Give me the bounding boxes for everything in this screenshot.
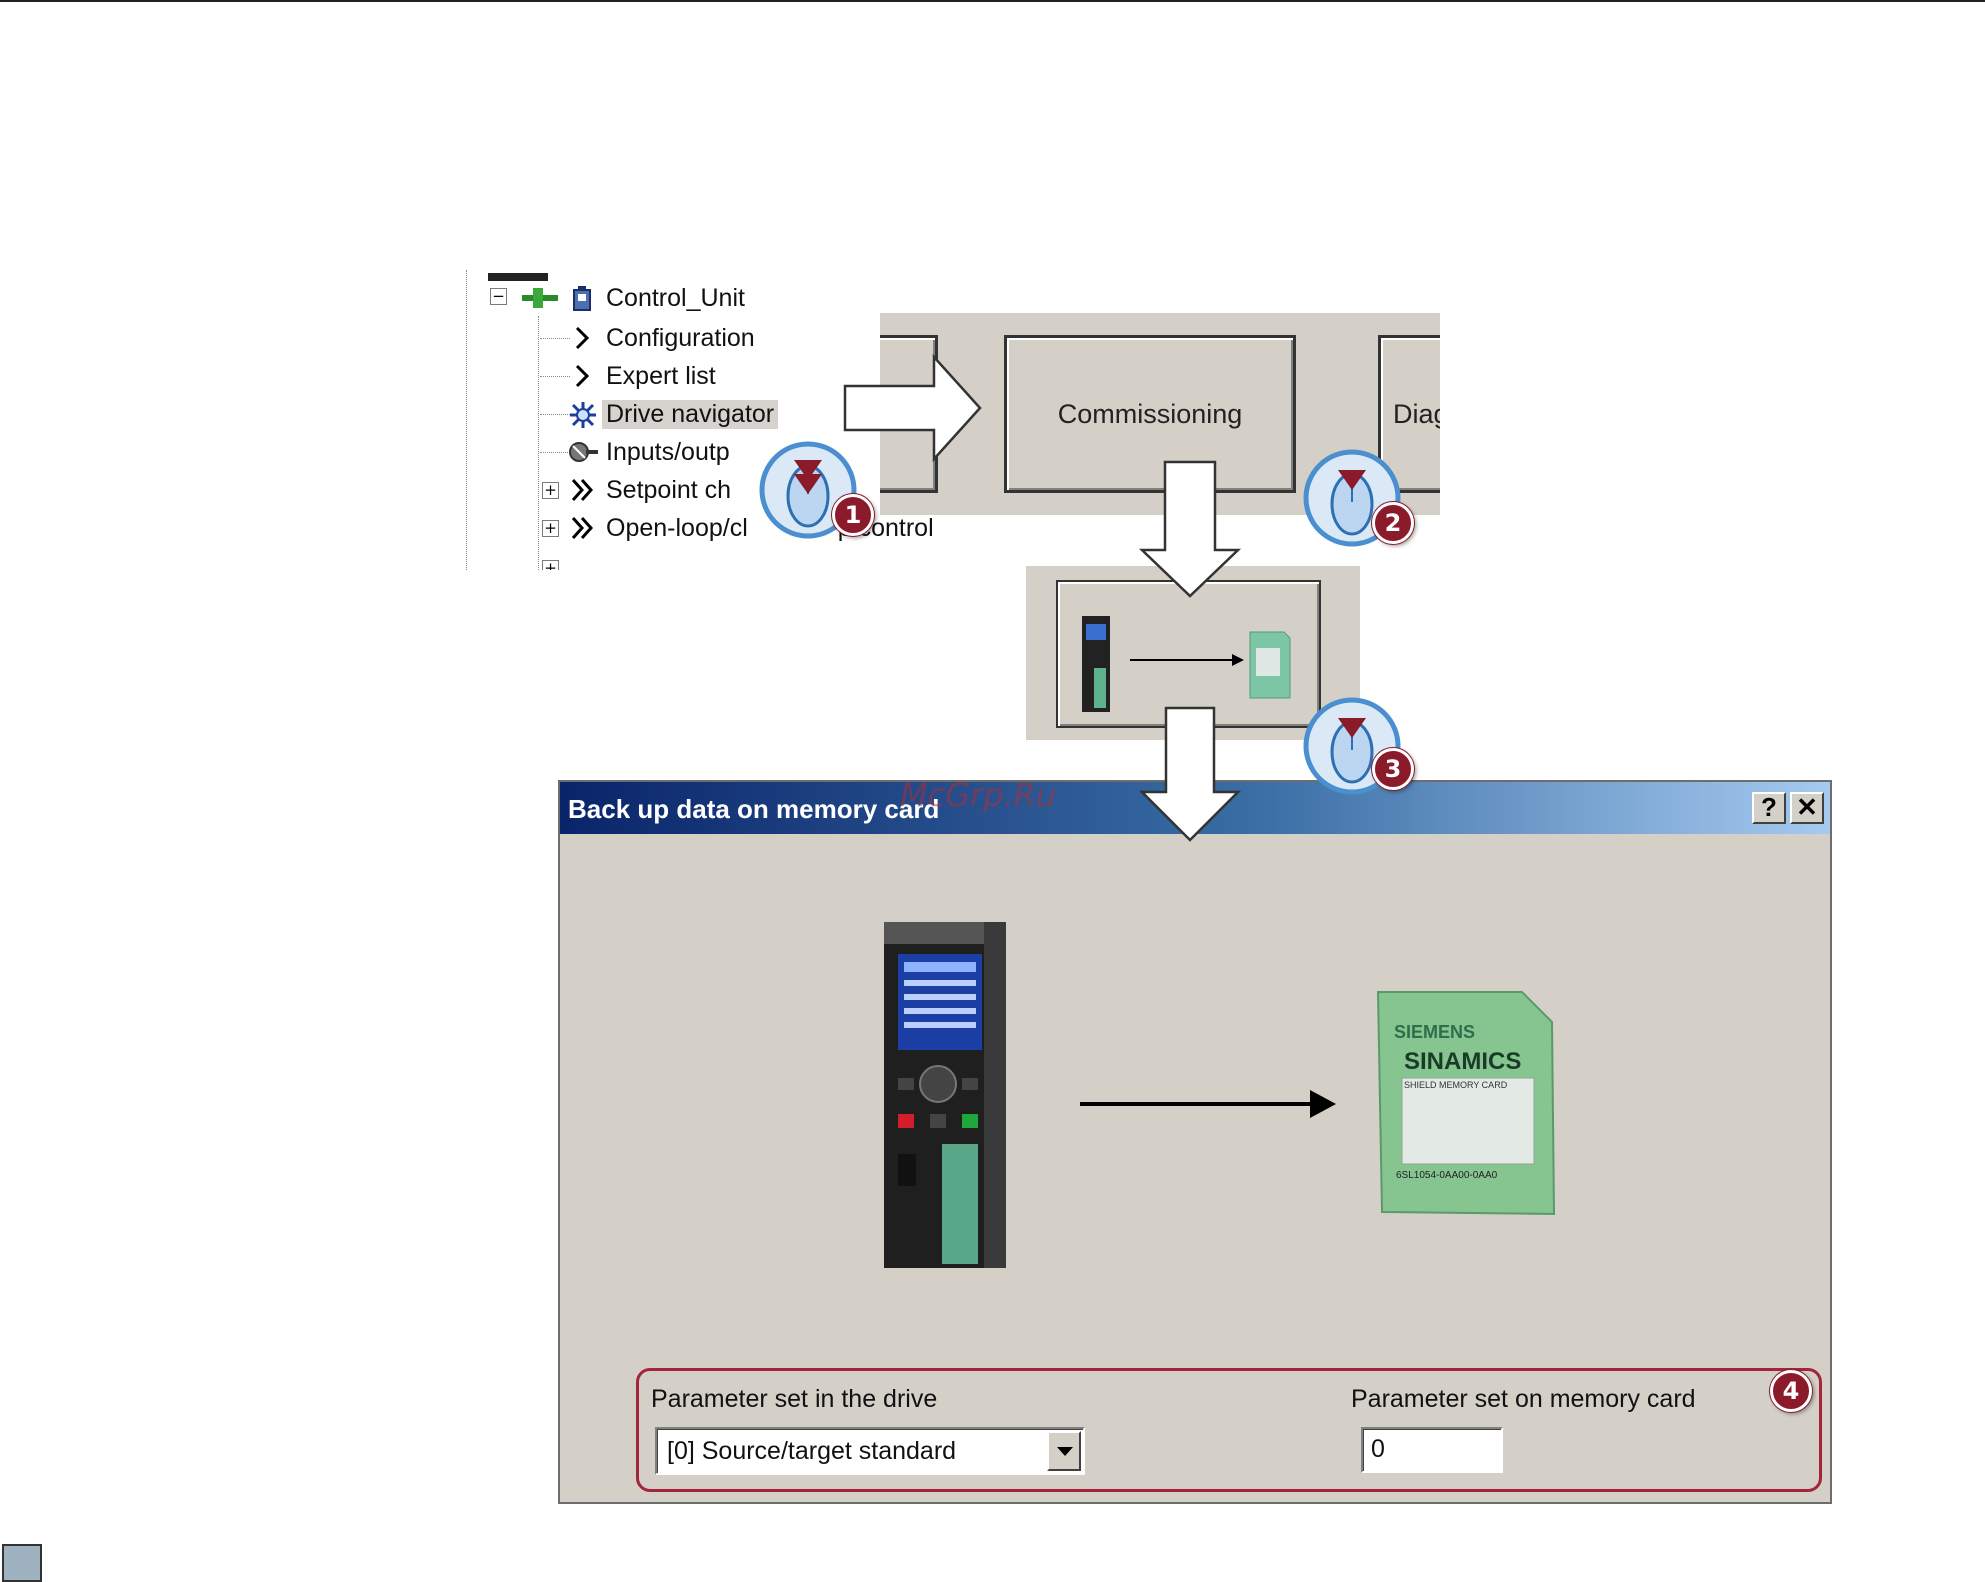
arrow-down-to-dialog <box>1138 706 1242 842</box>
mouse-click-icon <box>756 436 866 546</box>
drive-thumb-icon <box>1082 616 1110 712</box>
close-button[interactable]: ✕ <box>1790 792 1824 824</box>
tree-item-setpoint-channel[interactable]: Setpoint ch <box>568 474 735 506</box>
memory-card-image: SIEMENS SINAMICS SHIELD MEMORY CARD 6SL1… <box>1372 982 1560 1220</box>
callout-badge-4: 4 <box>1770 1370 1812 1412</box>
tree-label: Expert list <box>606 361 716 390</box>
plus-connector-icon <box>522 284 558 312</box>
tree-label: Inputs/outp <box>606 437 730 466</box>
tree-label: Control_Unit <box>606 283 745 312</box>
tree-item-inputs-outputs[interactable]: Inputs/outp <box>568 436 734 468</box>
arrow-head <box>1232 654 1244 666</box>
tree-guide <box>540 338 570 339</box>
tree-guide <box>540 376 570 377</box>
callout-badge-3: 3 <box>1372 748 1414 790</box>
tree-label: Setpoint ch <box>606 475 732 504</box>
watermark: McGrp.Ru <box>900 776 1057 814</box>
double-chevron-icon <box>568 476 596 504</box>
drive-navigator-icon <box>568 400 596 428</box>
io-connector-icon <box>568 438 598 466</box>
chevron-right-icon <box>568 362 596 390</box>
callout-badge-1: 1 <box>832 494 874 536</box>
expand-icon[interactable]: + <box>542 520 559 537</box>
tree-guide <box>540 452 570 453</box>
tree-label: Configuration <box>606 323 755 352</box>
card-param-input[interactable]: 0 <box>1361 1427 1503 1473</box>
callout-badge-2: 2 <box>1372 502 1414 544</box>
card-product: SINAMICS <box>1404 1048 1522 1075</box>
previous-nav-button[interactable] <box>880 335 938 493</box>
card-brand: SIEMENS <box>1394 1022 1476 1042</box>
tree-guide <box>538 316 539 570</box>
help-button[interactable]: ? <box>1752 792 1786 824</box>
drive-param-select[interactable]: [0] Source/target standard <box>655 1427 1085 1475</box>
dialog-title: Back up data on memory card <box>568 794 940 824</box>
drive-image <box>884 922 1006 1268</box>
transfer-arrow <box>1080 1090 1336 1118</box>
double-chevron-icon <box>568 514 596 542</box>
tree-item-configuration[interactable]: Configuration <box>568 322 759 354</box>
chevron-right-icon <box>568 324 596 352</box>
top-rule <box>0 0 1985 2</box>
memory-card-thumb-icon <box>1249 631 1291 699</box>
diagnostics-label: Diag <box>1393 398 1440 429</box>
tree-label: Open-loop/cl <box>606 513 748 542</box>
tree-item-open-loop-control[interactable]: Open-loop/cl p control <box>568 512 938 544</box>
card-param-label: Parameter set on memory card <box>1351 1385 1696 1413</box>
tree-row-partial <box>488 270 548 284</box>
control-unit-icon <box>568 284 596 312</box>
tree-item-control-unit[interactable]: Control_Unit <box>522 282 749 314</box>
chevron-down-icon[interactable] <box>1047 1431 1081 1471</box>
page-marker <box>2 1544 42 1582</box>
expand-icon[interactable]: + <box>542 482 559 499</box>
tree-guide <box>540 414 570 415</box>
commissioning-label: Commissioning <box>1057 398 1243 429</box>
collapse-icon[interactable]: − <box>490 288 507 305</box>
drive-param-label: Parameter set in the drive <box>651 1385 938 1413</box>
drive-param-value: [0] Source/target standard <box>667 1437 957 1465</box>
card-part-number: 6SL1054-0AA00-0AA0 <box>1396 1170 1498 1181</box>
parameter-group: Parameter set in the drive [0] Source/ta… <box>636 1368 1822 1492</box>
tree-guide <box>466 270 467 570</box>
tree-item-expert-list[interactable]: Expert list <box>568 360 720 392</box>
tree-label: Drive navigator <box>602 399 779 429</box>
commissioning-button[interactable]: Commissioning <box>1004 335 1296 493</box>
expand-icon[interactable]: + <box>542 560 559 570</box>
card-subtitle: SHIELD MEMORY CARD <box>1404 1080 1508 1090</box>
tree-item-drive-navigator[interactable]: Drive navigator <box>568 398 779 430</box>
backup-dialog: Back up data on memory card ? ✕ SIEMENS <box>558 780 1832 1504</box>
